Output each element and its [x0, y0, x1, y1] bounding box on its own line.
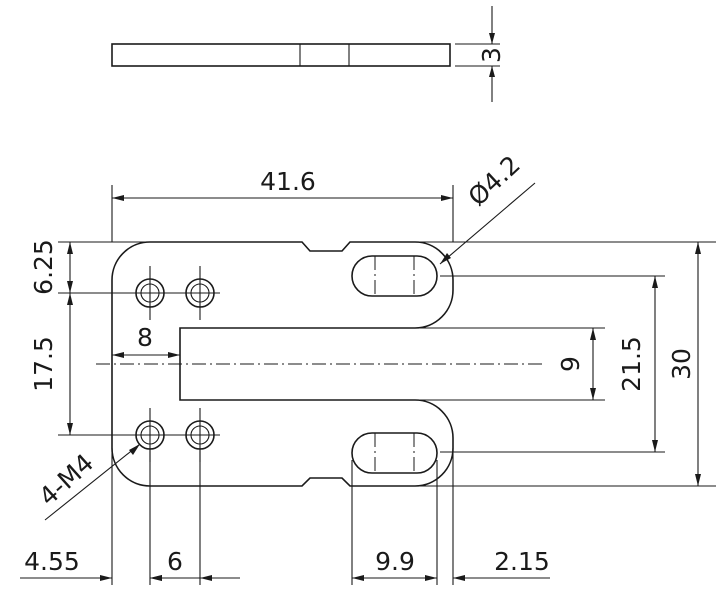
hole-callout-label: 4-M4 — [33, 448, 99, 511]
thickness-dimension: 3 — [477, 47, 506, 63]
diameter-leader — [439, 182, 536, 265]
hole-row-spacing-dimension: 17.5 — [29, 336, 58, 392]
overall-height-dimension-lines — [420, 241, 716, 487]
slot-opening-dimension: 9 — [556, 356, 585, 372]
slot-edge-offset-dimension: 2.15 — [494, 547, 550, 576]
slot-diameter-dimension: Ø4.2 — [463, 150, 526, 212]
slot-depth-dimension: 8 — [137, 323, 153, 352]
slot-length-dimension: 9.9 — [375, 547, 415, 576]
first-row-offset-dimension: 6.25 — [29, 239, 58, 295]
bottom-dimension-lines — [20, 448, 550, 585]
overall-height-dimension: 30 — [667, 348, 696, 380]
overall-width-dimension: 41.6 — [260, 167, 316, 196]
left-vertical-dimension-lines — [58, 241, 220, 436]
slot-spacing-dimension-lines — [440, 275, 665, 453]
slot-bottom — [351, 432, 438, 474]
hole-column-spacing-dimension: 6 — [167, 547, 183, 576]
slot-opening-dimension-lines — [420, 327, 605, 401]
left-edge-offset-dimension: 4.55 — [24, 547, 80, 576]
hole-callout-leader — [44, 443, 141, 521]
slot-spacing-dimension: 21.5 — [617, 336, 646, 392]
slot-depth-dimension-lines — [112, 352, 180, 358]
slot-top — [351, 255, 438, 297]
slot-holes — [351, 255, 438, 474]
side-view — [111, 6, 500, 102]
overall-width-dimension-lines — [111, 185, 454, 242]
